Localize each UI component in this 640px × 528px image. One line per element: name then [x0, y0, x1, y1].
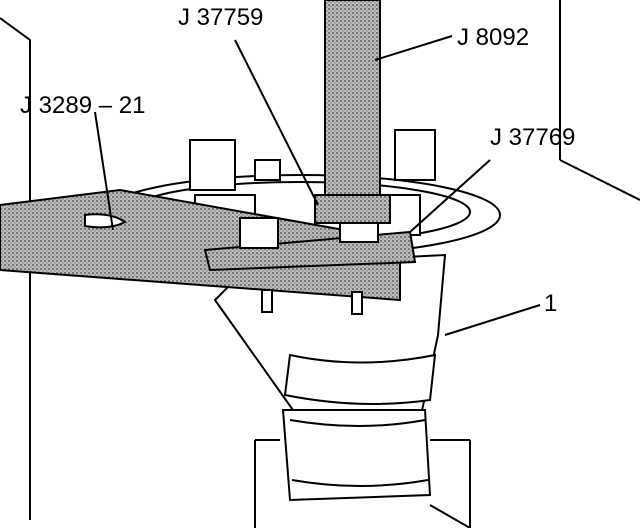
callout-j37759: J 37759 [178, 4, 264, 31]
callout-j8092: J 8092 [457, 24, 530, 51]
callout-j37769: J 37769 [490, 124, 576, 151]
lower-support [254, 439, 471, 528]
callout-j3289-21: J 3289 – 21 [20, 92, 146, 119]
leader-lines [94, 35, 541, 336]
lever-tool [0, 188, 401, 302]
callout-part-1: 1 [544, 290, 558, 317]
driver-bar [314, 0, 391, 224]
